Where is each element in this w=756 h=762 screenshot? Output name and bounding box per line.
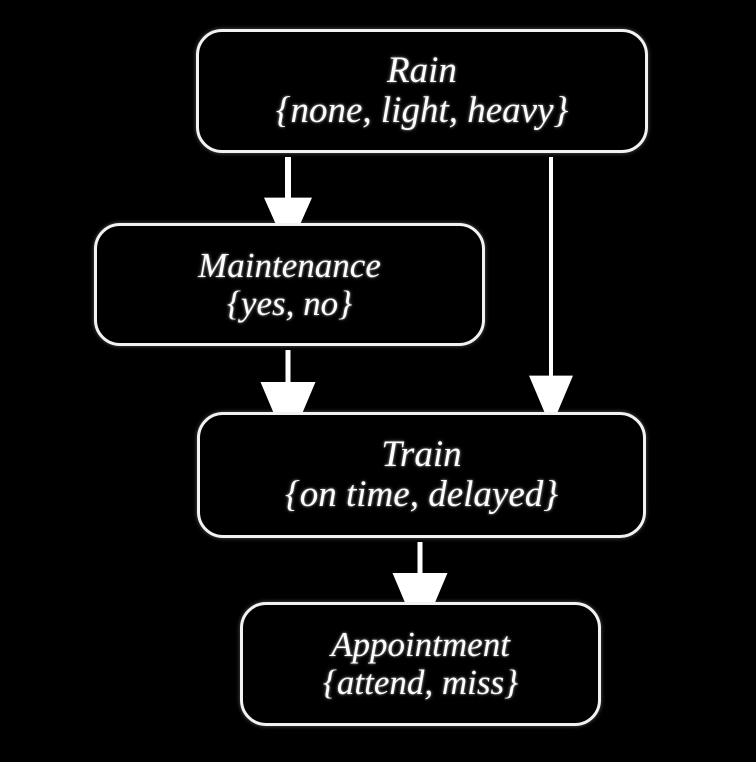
node-maintenance-states: {yes, no}: [226, 283, 353, 323]
node-rain-states: {none, light, heavy}: [275, 90, 569, 131]
node-appointment[interactable]: Appointment {attend, miss}: [240, 602, 601, 726]
node-appointment-label: Appointment: [331, 625, 510, 665]
node-maintenance-label: Maintenance: [198, 245, 381, 285]
node-rain-label: Rain: [387, 50, 457, 92]
node-train-label: Train: [381, 434, 462, 476]
node-rain[interactable]: Rain {none, light, heavy}: [196, 29, 648, 153]
node-appointment-states: {attend, miss}: [322, 663, 519, 702]
node-train[interactable]: Train {on time, delayed}: [197, 412, 646, 538]
node-maintenance[interactable]: Maintenance {yes, no}: [94, 223, 485, 346]
node-train-states: {on time, delayed}: [284, 474, 559, 515]
